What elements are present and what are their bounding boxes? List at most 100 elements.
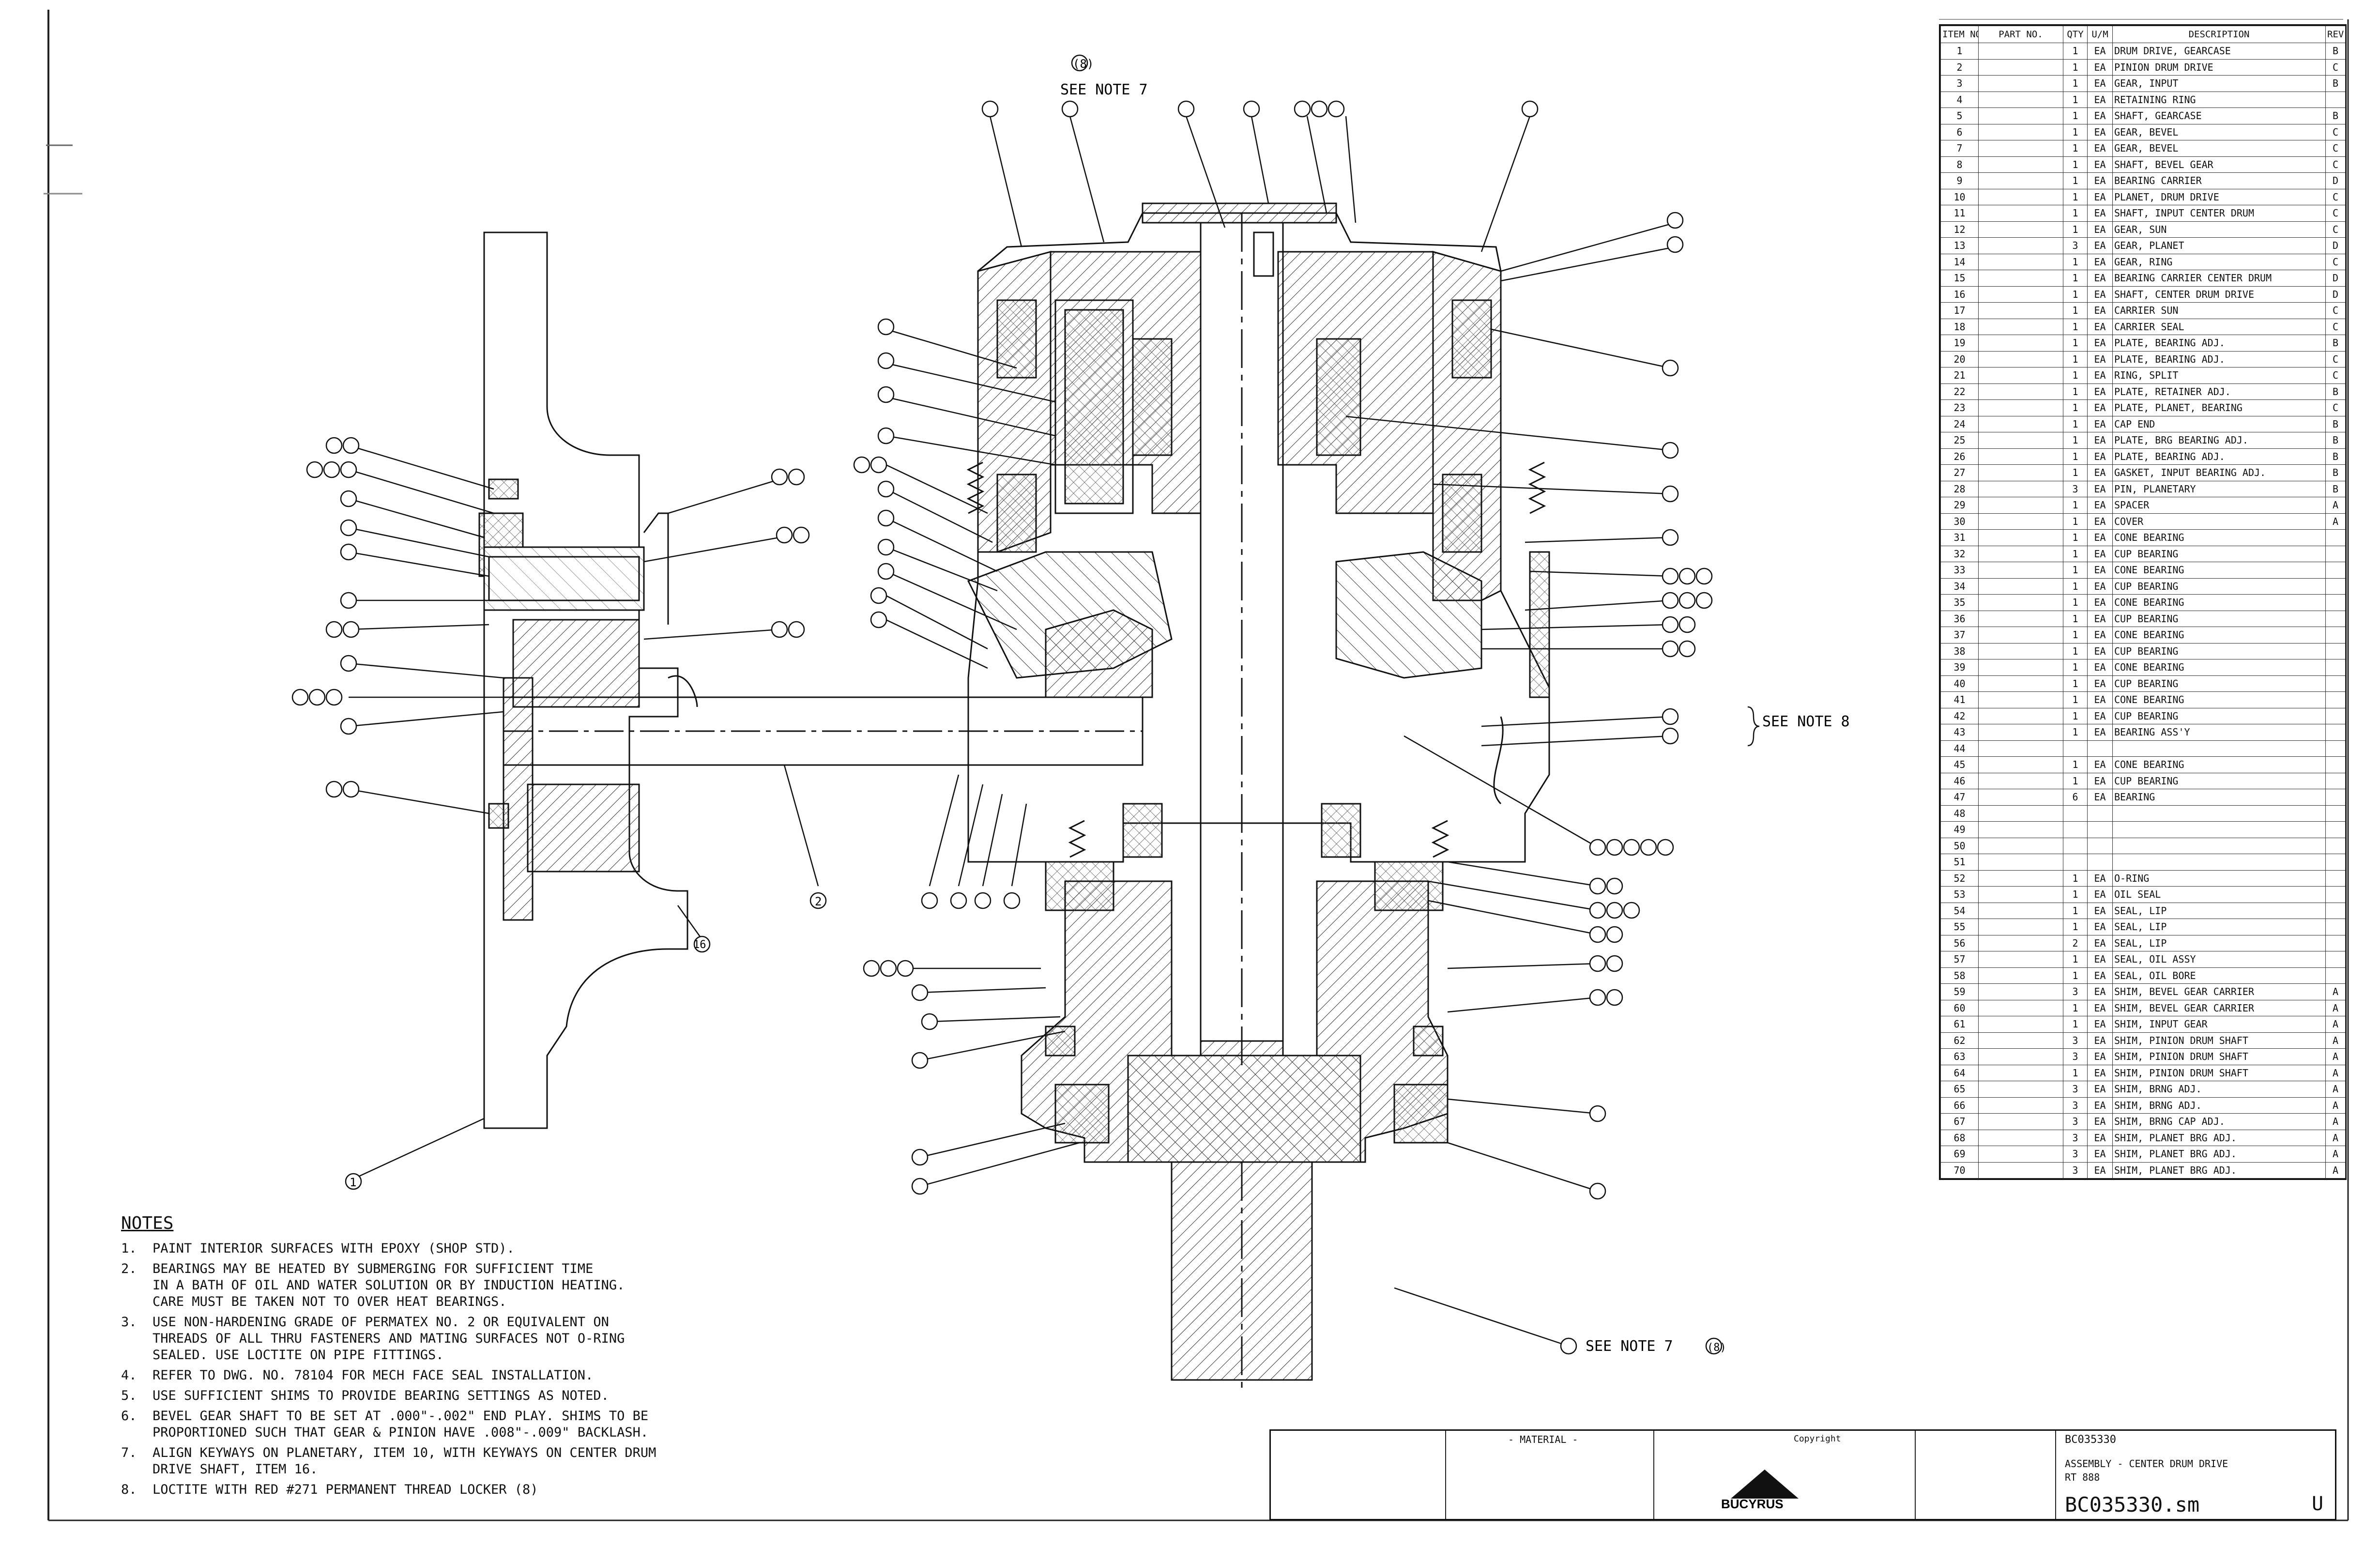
bom-qty: 1 <box>2063 318 2088 335</box>
bom-rev: D <box>2325 286 2346 303</box>
bom-um: EA <box>2087 383 2113 400</box>
bom-um: EA <box>2087 886 2113 903</box>
bom-description: PLATE, BEARING ADJ. <box>2112 448 2326 465</box>
bom-um: EA <box>2087 237 2113 254</box>
title-block: - MATERIAL - Copyright BUCYRUS BC035330 … <box>1269 1429 2336 1520</box>
bom-um: EA <box>2087 610 2113 627</box>
bom-part-no <box>1978 529 2063 546</box>
bom-qty: 1 <box>2063 270 2088 287</box>
bom-um: EA <box>2087 756 2113 773</box>
bom-rev: B <box>2325 335 2346 352</box>
bom-qty: 3 <box>2063 1146 2088 1163</box>
bom-part-no <box>1978 188 2063 205</box>
bom-description: RETAINING RING <box>2112 91 2326 108</box>
bom-item-no: 50 <box>1940 837 1979 854</box>
bom-qty: 1 <box>2063 643 2088 659</box>
bom-rev <box>2325 951 2346 968</box>
bom-description: GEAR, BEVEL <box>2112 140 2326 157</box>
bom-rev <box>2325 805 2346 822</box>
bom-um: EA <box>2087 43 2113 60</box>
bill-of-materials: ITEM NO PART NO. QTY U/M DESCRIPTION REV… <box>1939 24 2347 1180</box>
bom-qty: 1 <box>2063 594 2088 611</box>
bom-um: EA <box>2087 156 2113 173</box>
bom-qty: 1 <box>2063 610 2088 627</box>
bom-part-no <box>1978 919 2063 935</box>
bom-item-no: 69 <box>1940 1146 1979 1163</box>
bom-qty: 1 <box>2063 123 2088 140</box>
bom-um: EA <box>2087 659 2113 676</box>
bom-part-no <box>1978 1016 2063 1033</box>
bom-qty: 3 <box>2063 1032 2088 1049</box>
bom-rev <box>2325 886 2346 903</box>
bom-part-no <box>1978 205 2063 222</box>
note-3: 3. USE NON-HARDENING GRADE OF PERMATEX N… <box>121 1315 625 1363</box>
bom-rev: B <box>2325 448 2346 465</box>
bom-rev: C <box>2325 318 2346 335</box>
bom-qty: 1 <box>2063 107 2088 124</box>
bom-description: CARRIER SEAL <box>2112 318 2326 335</box>
bom-qty: 1 <box>2063 513 2088 530</box>
bom-description: SEAL, OIL BORE <box>2112 967 2326 984</box>
bom-qty: 1 <box>2063 59 2088 76</box>
bom-item-no: 29 <box>1940 497 1979 514</box>
bom-rev <box>2325 562 2346 579</box>
bom-um: EA <box>2087 123 2113 140</box>
bom-part-no <box>1978 464 2063 481</box>
bom-qty: 1 <box>2063 659 2088 676</box>
bom-um: EA <box>2087 594 2113 611</box>
bom-part-no <box>1978 415 2063 432</box>
bom-item-no: 8 <box>1940 156 1979 173</box>
bom-part-no <box>1978 351 2063 368</box>
bom-qty: 2 <box>2063 934 2088 951</box>
balloon-item-1: 1 <box>350 1176 356 1189</box>
bom-item-no: 4 <box>1940 91 1979 108</box>
bom-qty: 1 <box>2063 351 2088 368</box>
bom-part-no <box>1978 59 2063 76</box>
bom-part-no <box>1978 1097 2063 1114</box>
bom-um: EA <box>2087 286 2113 303</box>
bom-um <box>2087 821 2113 838</box>
bom-qty <box>2063 740 2088 757</box>
bom-qty: 1 <box>2063 675 2088 692</box>
bom-part-no <box>1978 805 2063 822</box>
bom-rev <box>2325 643 2346 659</box>
bom-rev <box>2325 821 2346 838</box>
bom-part-no <box>1978 237 2063 254</box>
bom-qty: 1 <box>2063 205 2088 222</box>
bom-um: EA <box>2087 772 2113 789</box>
bom-description: SHAFT, CENTER DRUM DRIVE <box>2112 286 2326 303</box>
bom-rev: A <box>2325 1064 2346 1081</box>
bom-qty: 1 <box>2063 1064 2088 1081</box>
bom-description: SHIM, BRNG ADJ. <box>2112 1097 2326 1114</box>
bom-rev: D <box>2325 237 2346 254</box>
bom-description: OIL SEAL <box>2112 886 2326 903</box>
bom-qty: 1 <box>2063 951 2088 968</box>
bom-description: SHIM, PLANET BRG ADJ. <box>2112 1129 2326 1146</box>
bom-part-no <box>1978 318 2063 335</box>
bom-description: BEARING <box>2112 789 2326 806</box>
bom-um: EA <box>2087 448 2113 465</box>
bom-row: 50 <box>1940 837 2346 854</box>
bom-item-no: 3 <box>1940 75 1979 92</box>
bom-um: EA <box>2087 1097 2113 1114</box>
bom-qty: 6 <box>2063 789 2088 806</box>
bom-row: 51 <box>1940 854 2346 871</box>
bom-um: EA <box>2087 399 2113 416</box>
bom-um: EA <box>2087 172 2113 189</box>
bom-description: BEARING ASS'Y <box>2112 724 2326 741</box>
bom-description: GASKET, INPUT BEARING ADJ. <box>2112 464 2326 481</box>
bom-rev: C <box>2325 123 2346 140</box>
bom-part-no <box>1978 432 2063 449</box>
bom-description: SEAL, OIL ASSY <box>2112 951 2326 968</box>
